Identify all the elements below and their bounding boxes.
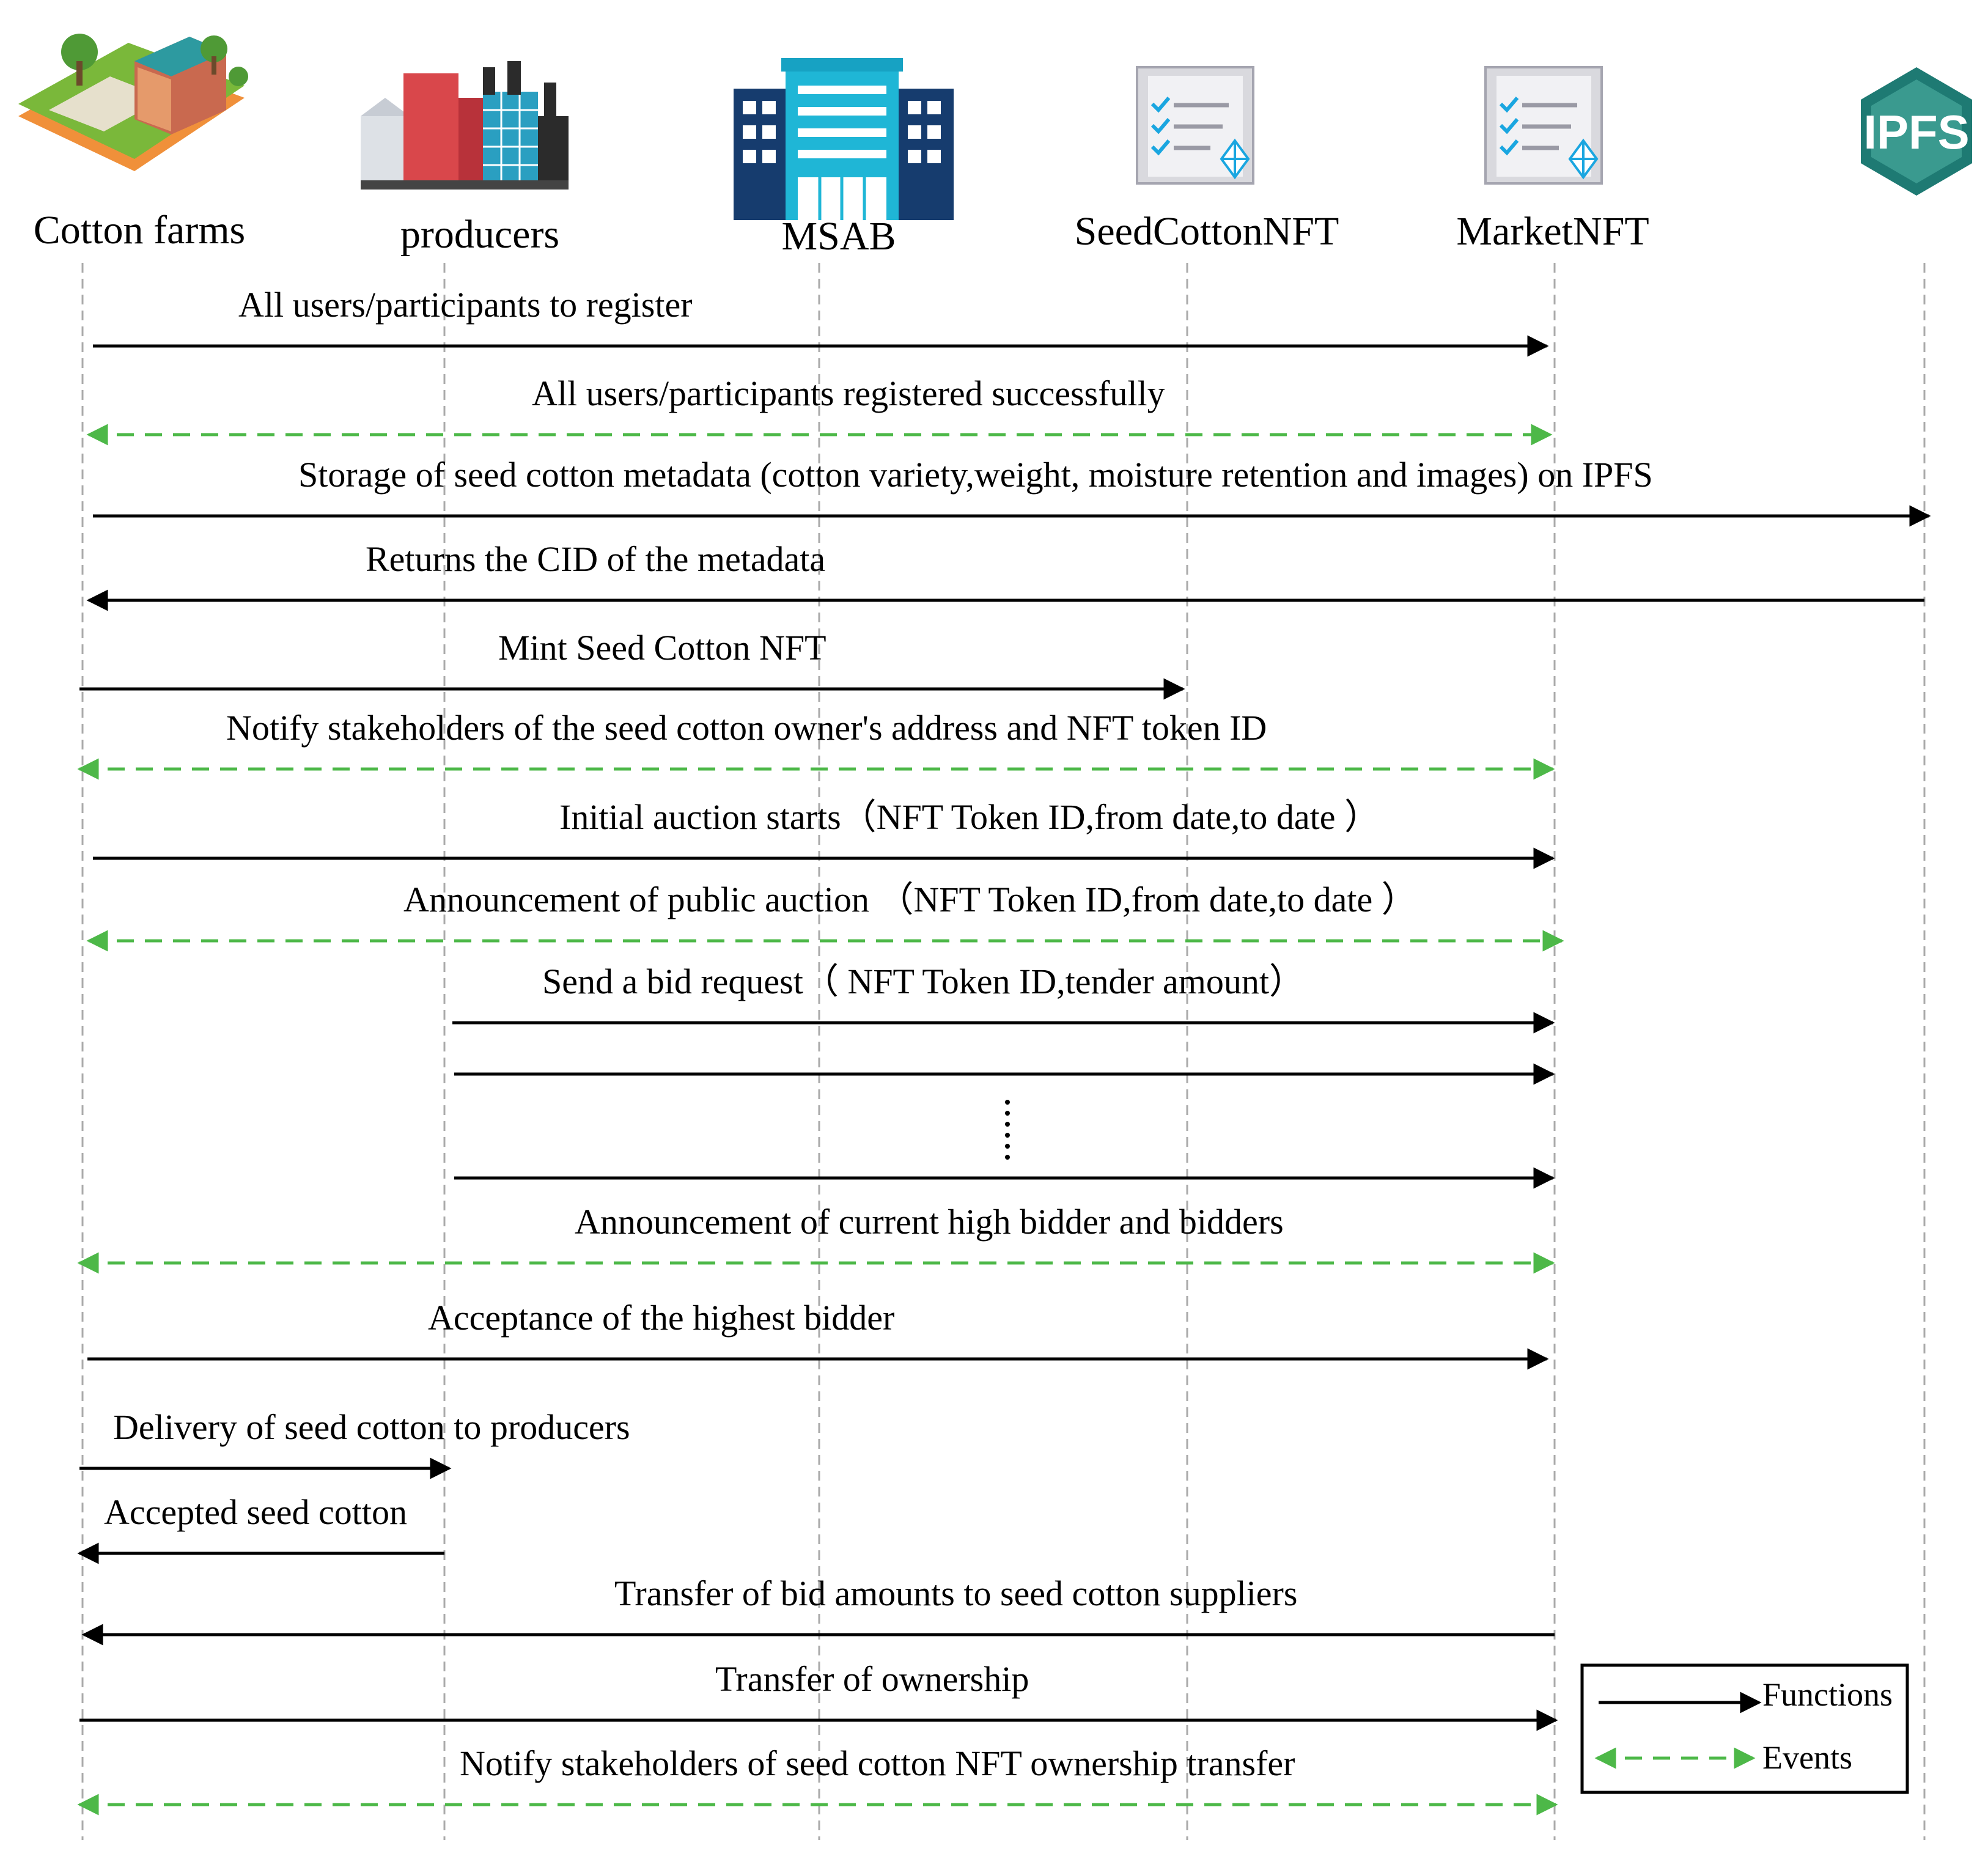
message-label: Transfer of bid amounts to seed cotton s…	[614, 1574, 1297, 1613]
participant-label-seedcottonnft: SeedCottonNFT	[1075, 209, 1339, 254]
message-label: Acceptance of the highest bidder	[428, 1298, 894, 1338]
message-label: Send a bid request（ NFT Token ID,tender …	[542, 962, 1305, 1001]
participant-label-marketnft: MarketNFT	[1456, 209, 1649, 254]
ellipsis-more-bids	[1005, 1100, 1010, 1160]
message-12: Announcement of current high bidder and …	[77, 1202, 1555, 1274]
message-label: Announcement of public auction （NFT Toke…	[403, 880, 1417, 919]
message-6: Notify stakeholders of the seed cotton o…	[77, 708, 1555, 780]
factory-icon	[361, 61, 569, 190]
contract-document-icon	[1484, 66, 1603, 185]
message-7: Initial auction starts（NFT Token ID,from…	[93, 797, 1555, 869]
message-label: Storage of seed cotton metadata (cotton …	[298, 455, 1653, 495]
message-label: Transfer of ownership	[715, 1659, 1029, 1699]
ipfs-logo-text: IPFS	[1863, 105, 1969, 159]
message-14: Delivery of seed cotton to producers	[79, 1407, 630, 1479]
message-4: Returns the CID of the metadata	[86, 539, 1924, 611]
participant-label-cotton-farms: Cotton farms	[34, 208, 245, 252]
message-label: Notify stakeholders of seed cotton NFT o…	[460, 1743, 1295, 1783]
message-18: Notify stakeholders of seed cotton NFT o…	[77, 1743, 1558, 1816]
message-label: Initial auction starts（NFT Token ID,from…	[559, 797, 1380, 837]
participant-label-producers: producers	[400, 212, 559, 257]
message-3: Storage of seed cotton metadata (cotton …	[93, 455, 1931, 527]
ipfs-logo-icon: IPFS	[1861, 67, 1972, 196]
message-label: Delivery of seed cotton to producers	[113, 1407, 630, 1447]
message-label: Returns the CID of the metadata	[366, 539, 825, 579]
message-9: Send a bid request（ NFT Token ID,tender …	[452, 962, 1555, 1034]
message-2: All users/participants registered succes…	[86, 374, 1553, 446]
message-1: All users/participants to register	[93, 285, 1549, 357]
message-label: Accepted seed cotton	[104, 1492, 407, 1532]
message-label: All users/participants to register	[238, 285, 693, 325]
message-5: Mint Seed Cotton NFT	[79, 628, 1185, 700]
message-17: Transfer of ownership	[79, 1659, 1558, 1731]
message-label: All users/participants registered succes…	[532, 374, 1165, 413]
legend-functions-label: Functions	[1762, 1676, 1893, 1713]
legend: Functions Events	[1580, 1663, 1909, 1794]
message-label: Notify stakeholders of the seed cotton o…	[226, 708, 1267, 748]
message-8: Announcement of public auction （NFT Toke…	[86, 880, 1564, 952]
message-16: Transfer of bid amounts to seed cotton s…	[81, 1574, 1555, 1646]
message-15: Accepted seed cotton	[77, 1492, 444, 1564]
legend-events-label: Events	[1762, 1739, 1852, 1776]
contract-document-icon	[1136, 66, 1254, 185]
message-label: Announcement of current high bidder and …	[575, 1202, 1284, 1242]
office-building-icon	[734, 58, 954, 220]
message-label: Mint Seed Cotton NFT	[498, 628, 826, 668]
legend-box	[1580, 1663, 1909, 1794]
message-13: Acceptance of the highest bidder	[87, 1298, 1549, 1370]
farm-icon	[18, 34, 248, 171]
participant-label-msab: MSAB	[781, 214, 896, 259]
